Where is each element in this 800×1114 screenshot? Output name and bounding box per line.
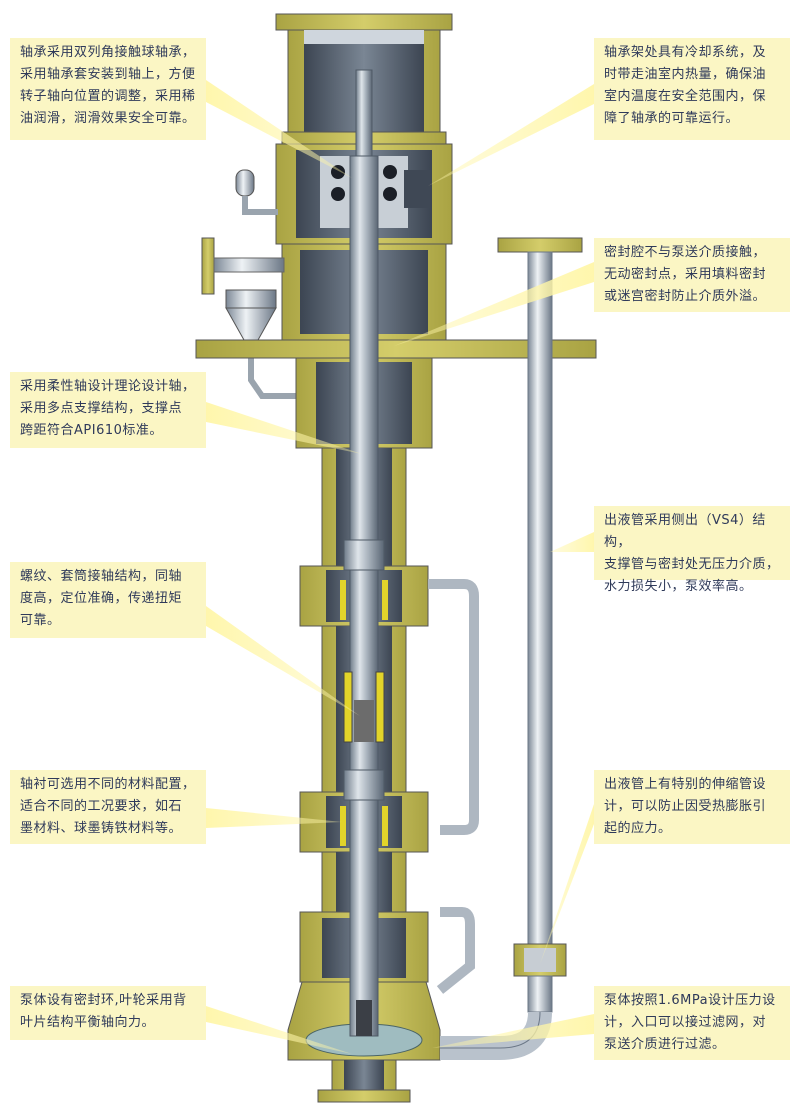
- callout-cooling-system: 轴承架处具有冷却系统，及 时带走油室内热量，确保油 室内温度在安全范围内，保 障…: [594, 38, 790, 140]
- callout-outlet-pipe: 出液管采用侧出（VS4）结构， 支撑管与密封处无压力介质， 水力损失小，泵效率高…: [594, 506, 790, 594]
- callout-bushing: 轴衬可选用不同的材料配置， 适合不同的工况要求，如石 墨材料、球墨铸铁材料等。: [10, 770, 206, 844]
- pump-shaft: [340, 69, 388, 1037]
- callout-shaft-coupling: 螺纹、套筒接轴结构，同轴 度高，定位准确，传递扭矩 可靠。: [10, 562, 206, 638]
- callout-bearing: 轴承采用双列角接触球轴承， 采用轴承套安装到轴上，方便 转子轴向位置的调整，采用…: [10, 38, 206, 140]
- callout-impeller: 泵体设有密封环,叶轮采用背 叶片结构平衡轴向力。: [10, 986, 206, 1040]
- callout-expansion-joint: 出液管上有特别的伸缩管设 计，可以防止因受热膨胀引 起的应力。: [594, 770, 790, 844]
- callout-flexible-shaft: 采用柔性轴设计理论设计轴， 采用多点支撑结构，支撑点 跨距符合API610标准。: [10, 372, 206, 448]
- callout-seal-chamber: 密封腔不与泵送介质接触， 无动密封点，采用填料密封 或迷宫密封防止介质外溢。: [594, 238, 790, 312]
- bearing-housing: [235, 143, 453, 245]
- flush-pipe-lower: [436, 907, 475, 994]
- callout-pointers: [206, 80, 594, 1054]
- flush-pipe: [428, 579, 479, 835]
- callout-design-pressure: 泵体按照1.6MPa设计压力设 计，入口可以接过滤网，对 泵送介质进行过滤。: [594, 986, 790, 1060]
- outlet-pipe: [440, 237, 583, 1060]
